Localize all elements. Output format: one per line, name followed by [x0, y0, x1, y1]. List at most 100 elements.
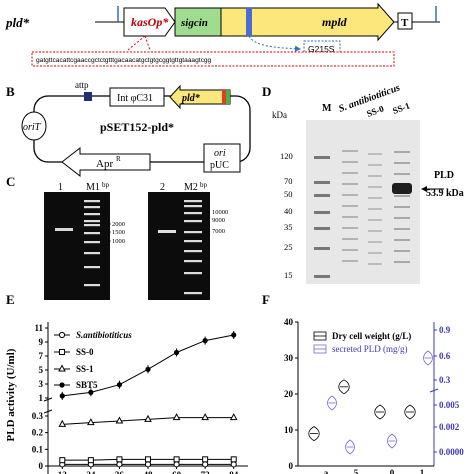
- ladder2-band-8: [184, 272, 202, 275]
- sigcin-label: sigcin: [180, 17, 208, 29]
- e-point-1-4: [173, 456, 180, 463]
- f-ytick-left-label-0: 0: [289, 461, 294, 471]
- ladder1-band-7: [84, 252, 100, 255]
- e-ytick-label-9: 11: [34, 323, 43, 333]
- gel1-lane2: M1: [86, 182, 100, 193]
- panel-e-letter: E: [6, 292, 15, 307]
- e-point-0-3: [144, 461, 152, 468]
- ladder2-band-9: [184, 292, 202, 295]
- puc-label: pUC: [210, 160, 229, 171]
- sds-lane2-band-1: [342, 161, 358, 163]
- attp-label: attp: [75, 80, 89, 90]
- sequence-callout-lines: [127, 35, 151, 51]
- kasop-promoter: [123, 7, 176, 37]
- panel-b: B attp Int φC31 pld* oriT pSET152-pld* A…: [6, 80, 251, 178]
- e-point-2-1: [87, 418, 95, 426]
- pld-band-size: 53.9 kDa: [426, 188, 464, 199]
- e-ytick-label-7: 7: [39, 351, 44, 361]
- sds-lane3-band-4: [368, 197, 382, 199]
- e-ytick-label-0: 0: [39, 461, 44, 471]
- e-xtick-label-4: 60: [172, 470, 182, 474]
- f-ytick-right-label-3: 0.3: [439, 375, 451, 385]
- sds-marker-band-2: [314, 194, 330, 197]
- ladder2-band-4: [184, 231, 202, 234]
- e-point-1-6: [230, 456, 237, 463]
- ladder1-band-9: [84, 284, 100, 287]
- sds-lane2-band-2: [342, 172, 358, 174]
- panel-f-letter: F: [262, 292, 270, 307]
- pld-activity-chart: 00.10.20.3135791112243648607284: [32, 322, 248, 474]
- e-point-2-4: [172, 413, 181, 421]
- sds-lane2-band-10: [342, 260, 358, 262]
- e-ytick-label-5: 3: [39, 379, 44, 389]
- sds-lane4-band-5: [394, 206, 410, 208]
- panel-e-ylabel: PLD activity (U/ml): [5, 348, 17, 441]
- gel1-marker-1500: 1500: [112, 229, 125, 236]
- mutation-arrow: [248, 35, 301, 52]
- panel-b-letter: B: [6, 84, 15, 99]
- sds-lane3-band-9: [368, 252, 382, 254]
- pld-label: pld*: [181, 93, 201, 104]
- e-break-1: [43, 397, 53, 402]
- promoter-sequence: gatgttcacattcgaaccgctctgtttgacaacatgctgt…: [36, 57, 212, 64]
- mutation-label: G215S: [308, 44, 335, 54]
- ladder2-band-7: [184, 260, 202, 263]
- e-ytick-label-4: 1: [39, 393, 44, 403]
- f-xtick-label-2: 0: [390, 468, 395, 474]
- sds-marker-band-1: [314, 181, 330, 184]
- gel2-marker-10000: 10000: [212, 209, 228, 216]
- gel1-marker-1000: 1000: [112, 238, 125, 245]
- gel2-image: [148, 192, 210, 300]
- gel2-ladder: [184, 200, 202, 295]
- e-ytick-label-1: 0.1: [32, 444, 44, 454]
- ladder2-band-1: [184, 205, 202, 208]
- mutation-site: [246, 8, 252, 36]
- ladder1-band-8: [84, 266, 100, 269]
- e-xtick-label-2: 36: [115, 470, 125, 474]
- panel-a: pld* kasOp* sigcin mpld T G215S gatgttca…: [5, 2, 440, 67]
- e-xtick-label-5: 72: [201, 470, 211, 474]
- panel-c: C 1 M1 bp 2000 1500 1000 2 M2 bp 10000 9…: [6, 174, 228, 300]
- e-point-3-5: [202, 338, 208, 344]
- int-label: Int φC31: [117, 93, 153, 104]
- e-point-0-6: [230, 461, 237, 468]
- sds-marker-120: 120: [280, 151, 293, 161]
- lane-ss0: SS-0: [365, 103, 385, 119]
- legend-e-sbt5: SBT5: [76, 380, 98, 390]
- sds-unit: kDa: [272, 110, 287, 120]
- ladder1-band-6: [84, 241, 100, 244]
- sds-marker-band-5: [314, 247, 330, 250]
- panel-d: D kDa M S. antibiotiticus SS-0 SS-1 120 …: [262, 82, 464, 284]
- f-ytick-left-label-3: 30: [284, 353, 294, 363]
- sds-marker-70: 70: [284, 176, 293, 186]
- apr-superscript: R: [116, 155, 121, 163]
- ladder2-band-2: [184, 212, 202, 215]
- sds-lane2-band-4: [342, 194, 358, 196]
- e-point-1-1: [87, 457, 94, 464]
- gel1-sample-band: [55, 228, 73, 231]
- sds-lane3-band-5: [368, 208, 382, 210]
- orit-label: oriT: [23, 122, 42, 133]
- e-point-2-3: [144, 414, 152, 422]
- e-point-3-6: [231, 332, 237, 338]
- f-ytick-left-label-4: 40: [284, 317, 294, 327]
- e-point-0-5: [202, 461, 209, 468]
- lane-m: M: [322, 103, 332, 114]
- ladder2-band-0: [184, 200, 202, 203]
- sds-lane2-band-6: [342, 216, 358, 218]
- gel1-lane1: 1: [58, 182, 63, 193]
- sds-lane3-band-6: [368, 219, 382, 221]
- f-xtick-label-1: 5: [354, 468, 359, 474]
- ladder1-band-4: [84, 224, 100, 227]
- panel-c-letter: C: [6, 174, 15, 189]
- sds-marker-band-4: [314, 227, 330, 230]
- f-right-break: [429, 388, 439, 393]
- sds-marker-35: 35: [284, 222, 293, 232]
- f-ytick-left-label-1: 10: [284, 425, 294, 435]
- sds-marker-band-0: [314, 156, 330, 159]
- pld-band-label: PLD: [434, 170, 454, 181]
- sds-lane4-band-1: [394, 162, 410, 164]
- legend-e-ss1: SS-1: [76, 364, 94, 374]
- panel-d-letter: D: [262, 84, 271, 99]
